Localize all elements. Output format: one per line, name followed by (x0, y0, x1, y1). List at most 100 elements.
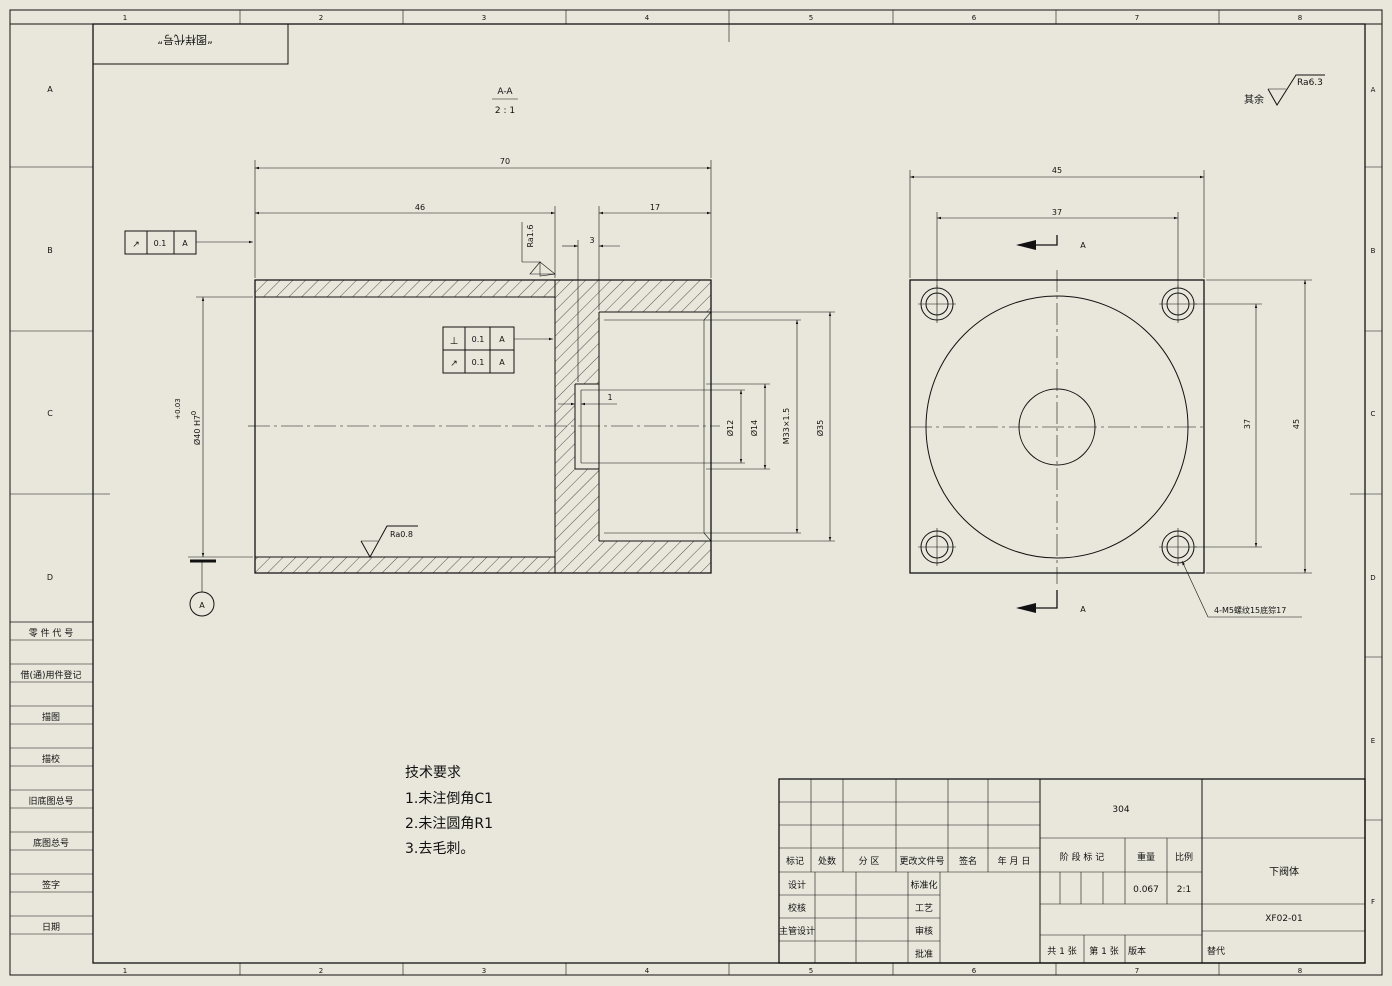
roughness-note: 其余 Ra6.3 (1244, 74, 1325, 106)
svg-text:3: 3 (482, 967, 486, 975)
side-label: 零 件 代 号 (29, 627, 74, 639)
svg-text:2 : 1: 2 : 1 (495, 106, 515, 116)
svg-text:45: 45 (1292, 419, 1301, 429)
svg-text:2:1: 2:1 (1177, 885, 1191, 895)
svg-text:B: B (1371, 247, 1376, 255)
svg-text:校核: 校核 (788, 902, 806, 914)
svg-text:7: 7 (1135, 967, 1139, 975)
svg-text:Ra0.8: Ra0.8 (390, 530, 413, 539)
svg-text:批准: 批准 (915, 948, 933, 960)
svg-text:0.067: 0.067 (1133, 885, 1159, 895)
roughness-ra1-6: Ra1.6 (521, 222, 556, 277)
inner-frame (92, 23, 1366, 964)
side-label-table: 零 件 代 号 借(通)用件登记 描图 描校 旧底图总号 底图总号 签字 日期 (10, 621, 93, 935)
side-label: 借(通)用件登记 (20, 669, 81, 681)
svg-text:下阀体: 下阀体 (1269, 865, 1299, 878)
svg-text:分 区: 分 区 (859, 856, 880, 867)
svg-text:8: 8 (1298, 14, 1302, 22)
svg-text:M33×1.5: M33×1.5 (782, 408, 791, 445)
svg-text:8: 8 (1298, 967, 1302, 975)
svg-text:技术要求: 技术要求 (405, 765, 461, 781)
svg-text:2: 2 (319, 967, 323, 975)
fcf-perpendicular: ⊥ 0.1 A ↗ 0.1 A (442, 326, 553, 374)
grid-column-labels-bottom: 1 2 3 4 5 6 7 8 (123, 967, 1302, 975)
outer-frame (9, 9, 1383, 976)
svg-text:标记: 标记 (786, 855, 804, 867)
svg-text:45: 45 (1052, 166, 1062, 175)
end-view: 45 37 37 45 A A 4-M5螺纹15底猔17 (909, 166, 1312, 618)
roughness-ra0-8: Ra0.8 (360, 525, 418, 559)
hatch-web-top (555, 312, 599, 384)
svg-text:↗: ↗ (450, 359, 458, 369)
section-view: 70 46 17 3 1 Ø40 H7 +0.03 0 A (124, 157, 835, 617)
svg-text:5: 5 (809, 14, 813, 22)
fcf-runout: ↗ 0.1 A (124, 230, 253, 255)
hatch-bottom-right (555, 541, 711, 573)
svg-text:审核: 审核 (915, 925, 933, 937)
svg-text:Ra1.6: Ra1.6 (526, 224, 535, 247)
svg-text:D: D (1370, 574, 1375, 582)
svg-text:年 月 日: 年 月 日 (998, 855, 1031, 867)
hatch-top-wall (255, 280, 555, 297)
svg-text:5: 5 (809, 967, 813, 975)
section-arrow-bottom: A (1016, 590, 1086, 614)
svg-text:更改文件号: 更改文件号 (899, 855, 944, 867)
svg-text:B: B (47, 246, 53, 255)
svg-text:1.未注倒角C1: 1.未注倒角C1 (405, 791, 493, 807)
svg-text:第 1 张: 第 1 张 (1089, 945, 1118, 957)
svg-text:“图样代号”: “图样代号” (157, 33, 212, 47)
svg-text:37: 37 (1243, 419, 1252, 429)
svg-text:3: 3 (482, 14, 486, 22)
svg-text:Ra6.3: Ra6.3 (1297, 78, 1323, 88)
svg-text:F: F (1371, 898, 1375, 906)
svg-text:A: A (499, 335, 505, 344)
grid-row-labels-right: A B C D E F (1370, 86, 1375, 906)
svg-text:3.去毛刺。: 3.去毛刺。 (405, 841, 474, 857)
svg-text:4: 4 (645, 967, 650, 975)
svg-text:重量: 重量 (1137, 851, 1155, 863)
grid-columns (239, 10, 1220, 975)
svg-text:+0.03: +0.03 (174, 398, 182, 419)
svg-text:共 1 张: 共 1 张 (1047, 946, 1076, 957)
svg-text:1: 1 (123, 967, 127, 975)
svg-text:Ø12: Ø12 (725, 420, 735, 436)
hatch-web-mid (555, 384, 575, 469)
title-block: 标记 处数 分 区 更改文件号 签名 年 月 日 设计 校核 主管设计 标准化 … (778, 778, 1366, 964)
svg-text:Ø14: Ø14 (749, 420, 759, 436)
hole-note: 4-M5螺纹15底猔17 (1214, 605, 1286, 615)
svg-text:A: A (182, 239, 188, 248)
svg-text:版本: 版本 (1128, 945, 1146, 957)
hatch-web-bottom (555, 469, 599, 541)
svg-text:D: D (47, 573, 53, 582)
svg-text:1: 1 (123, 14, 127, 22)
hatch-bottom-wall (255, 557, 555, 573)
grid-row-labels-left: A B C D (47, 85, 53, 582)
svg-text:0.1: 0.1 (472, 358, 485, 367)
svg-text:A: A (1371, 86, 1376, 94)
svg-text:46: 46 (415, 203, 425, 212)
svg-text:设计: 设计 (788, 879, 806, 891)
svg-text:E: E (1371, 737, 1375, 745)
tech-requirements: 技术要求 1.未注倒角C1 2.未注圆角R1 3.去毛刺。 (405, 765, 493, 857)
svg-text:主管设计: 主管设计 (779, 925, 815, 937)
grid-rows-left (10, 166, 110, 623)
svg-text:6: 6 (972, 967, 977, 975)
svg-text:2.未注圆角R1: 2.未注圆角R1 (405, 816, 493, 832)
svg-text:阶 段 标 记: 阶 段 标 记 (1060, 851, 1105, 863)
svg-text:17: 17 (650, 203, 660, 212)
side-label: 描图 (42, 711, 60, 723)
svg-text:2: 2 (319, 14, 323, 22)
svg-text:↗: ↗ (132, 240, 140, 250)
svg-text:标准化: 标准化 (910, 879, 937, 891)
side-label: 签字 (42, 879, 60, 891)
svg-text:⊥: ⊥ (450, 336, 459, 347)
svg-text:A: A (47, 85, 53, 94)
svg-text:XF02-01: XF02-01 (1265, 914, 1303, 924)
svg-text:0.1: 0.1 (154, 239, 167, 248)
svg-text:签名: 签名 (959, 855, 977, 867)
svg-text:70: 70 (500, 157, 510, 166)
grid-column-labels-top: 1 2 3 4 5 6 7 8 (123, 14, 1302, 22)
svg-text:其余: 其余 (1244, 93, 1264, 106)
side-label: 底图总号 (33, 837, 69, 849)
